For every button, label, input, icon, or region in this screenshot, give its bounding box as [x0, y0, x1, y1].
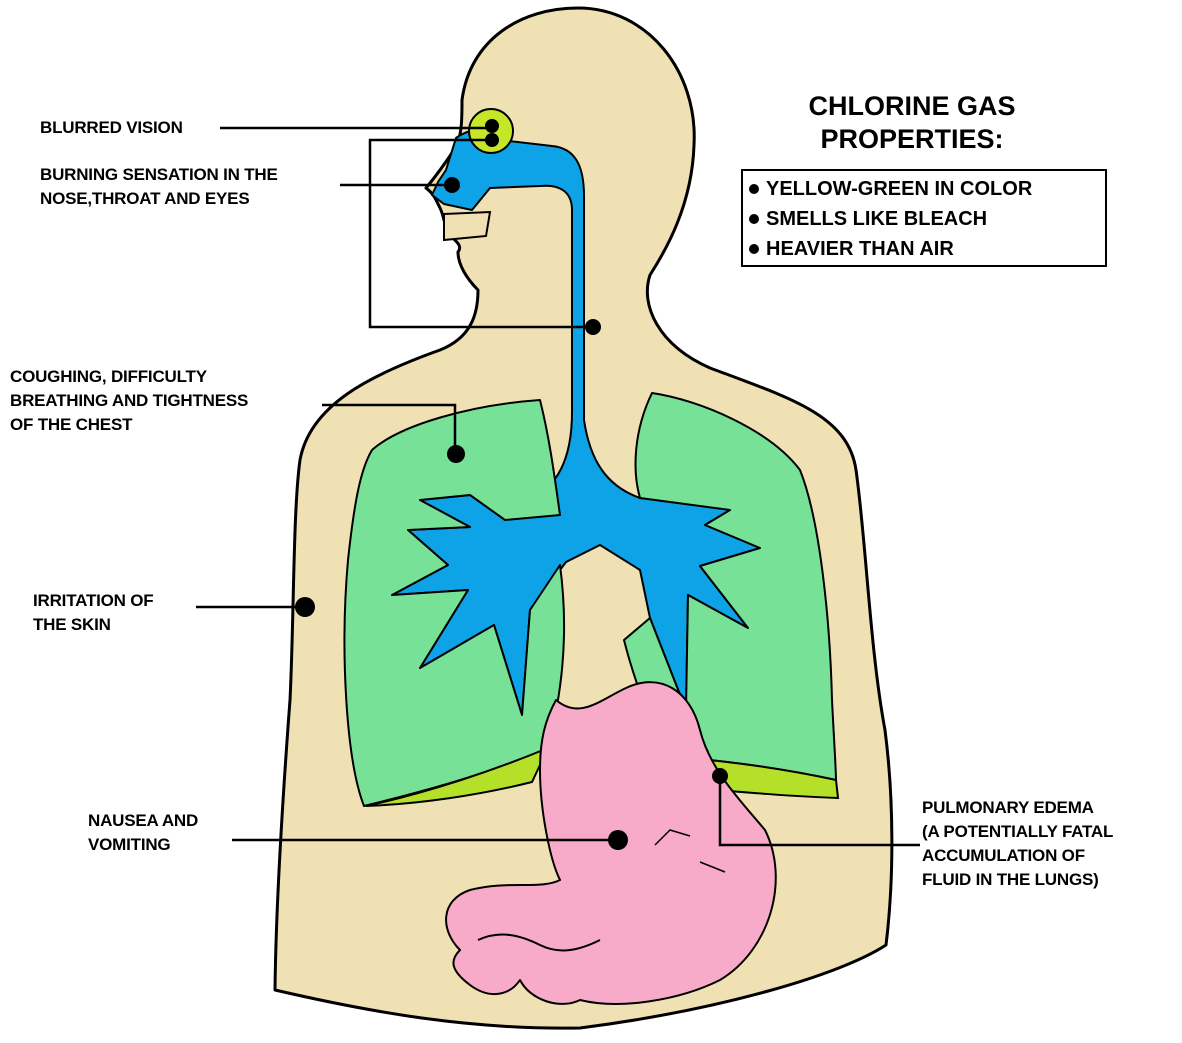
dot-nose [444, 177, 460, 193]
dot-throat [585, 319, 601, 335]
label-line: OF THE CHEST [10, 413, 248, 437]
label-line: FLUID IN THE LUNGS) [922, 868, 1113, 892]
label-nausea: NAUSEA AND VOMITING [88, 809, 198, 857]
label-line: VOMITING [88, 833, 198, 857]
property-text: SMELLS LIKE BLEACH [766, 204, 987, 234]
properties-title: CHLORINE GAS PROPERTIES: [742, 90, 1082, 156]
property-text: YELLOW-GREEN IN COLOR [766, 174, 1032, 204]
dot-skin [295, 597, 315, 617]
label-line: BURNING SENSATION IN THE [40, 163, 278, 187]
bullet-icon [749, 244, 759, 254]
label-line: NAUSEA AND [88, 809, 198, 833]
dot-eye-lower [485, 133, 499, 147]
label-line: NOSE,THROAT AND EYES [40, 187, 278, 211]
label-skin-irritation: IRRITATION OF THE SKIN [33, 589, 153, 637]
label-line: COUGHING, DIFFICULTY [10, 365, 248, 389]
bullet-icon [749, 184, 759, 194]
label-line: ACCUMULATION OF [922, 844, 1113, 868]
property-item: SMELLS LIKE BLEACH [749, 204, 1105, 234]
dot-eye-upper [485, 119, 499, 133]
property-text: HEAVIER THAN AIR [766, 234, 954, 264]
property-item: HEAVIER THAN AIR [749, 234, 1105, 264]
label-coughing: COUGHING, DIFFICULTY BREATHING AND TIGHT… [10, 365, 248, 437]
properties-title-line: PROPERTIES: [742, 123, 1082, 156]
bullet-icon [749, 214, 759, 224]
label-line: IRRITATION OF [33, 589, 153, 613]
label-burning-sensation: BURNING SENSATION IN THE NOSE,THROAT AND… [40, 163, 278, 211]
dot-chest [447, 445, 465, 463]
dot-stomach [608, 830, 628, 850]
properties-title-line: CHLORINE GAS [742, 90, 1082, 123]
label-line: BLURRED VISION [40, 116, 183, 140]
mouth-gap [444, 212, 490, 240]
label-blurred-vision: BLURRED VISION [40, 116, 183, 140]
properties-box: YELLOW-GREEN IN COLOR SMELLS LIKE BLEACH… [741, 169, 1107, 267]
property-item: YELLOW-GREEN IN COLOR [749, 174, 1105, 204]
dot-edema [712, 768, 728, 784]
label-line: (A POTENTIALLY FATAL [922, 820, 1113, 844]
label-line: PULMONARY EDEMA [922, 796, 1113, 820]
label-line: THE SKIN [33, 613, 153, 637]
label-line: BREATHING AND TIGHTNESS [10, 389, 248, 413]
label-pulmonary-edema: PULMONARY EDEMA (A POTENTIALLY FATAL ACC… [922, 796, 1113, 892]
